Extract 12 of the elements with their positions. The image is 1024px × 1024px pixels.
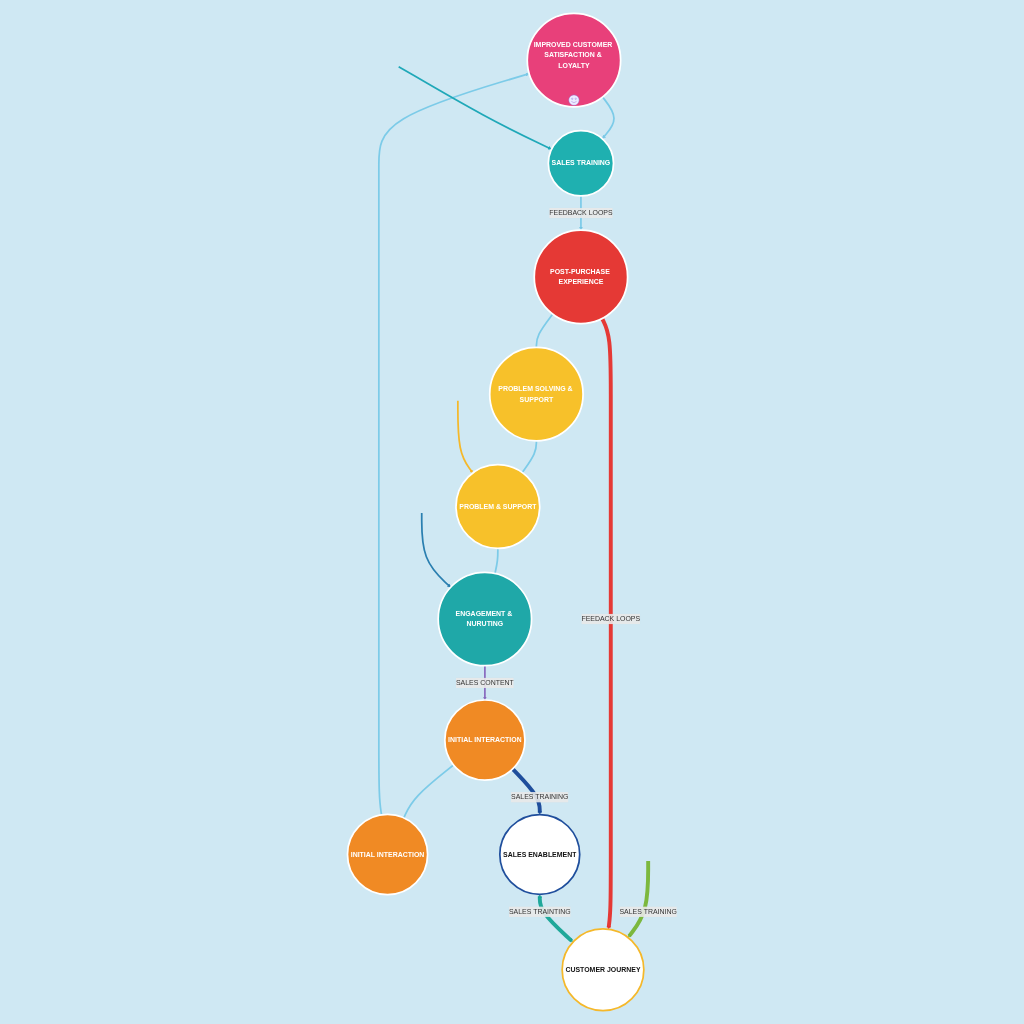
arrow — [627, 861, 650, 938]
arrow — [537, 894, 573, 943]
arrow — [377, 72, 530, 816]
arrow — [456, 399, 473, 474]
arrow — [600, 317, 613, 930]
connector — [521, 439, 538, 474]
arrow — [397, 65, 552, 150]
arrow — [601, 96, 615, 139]
connector — [535, 313, 554, 349]
connector — [402, 764, 455, 819]
arrow — [420, 512, 451, 588]
connector — [493, 547, 499, 575]
